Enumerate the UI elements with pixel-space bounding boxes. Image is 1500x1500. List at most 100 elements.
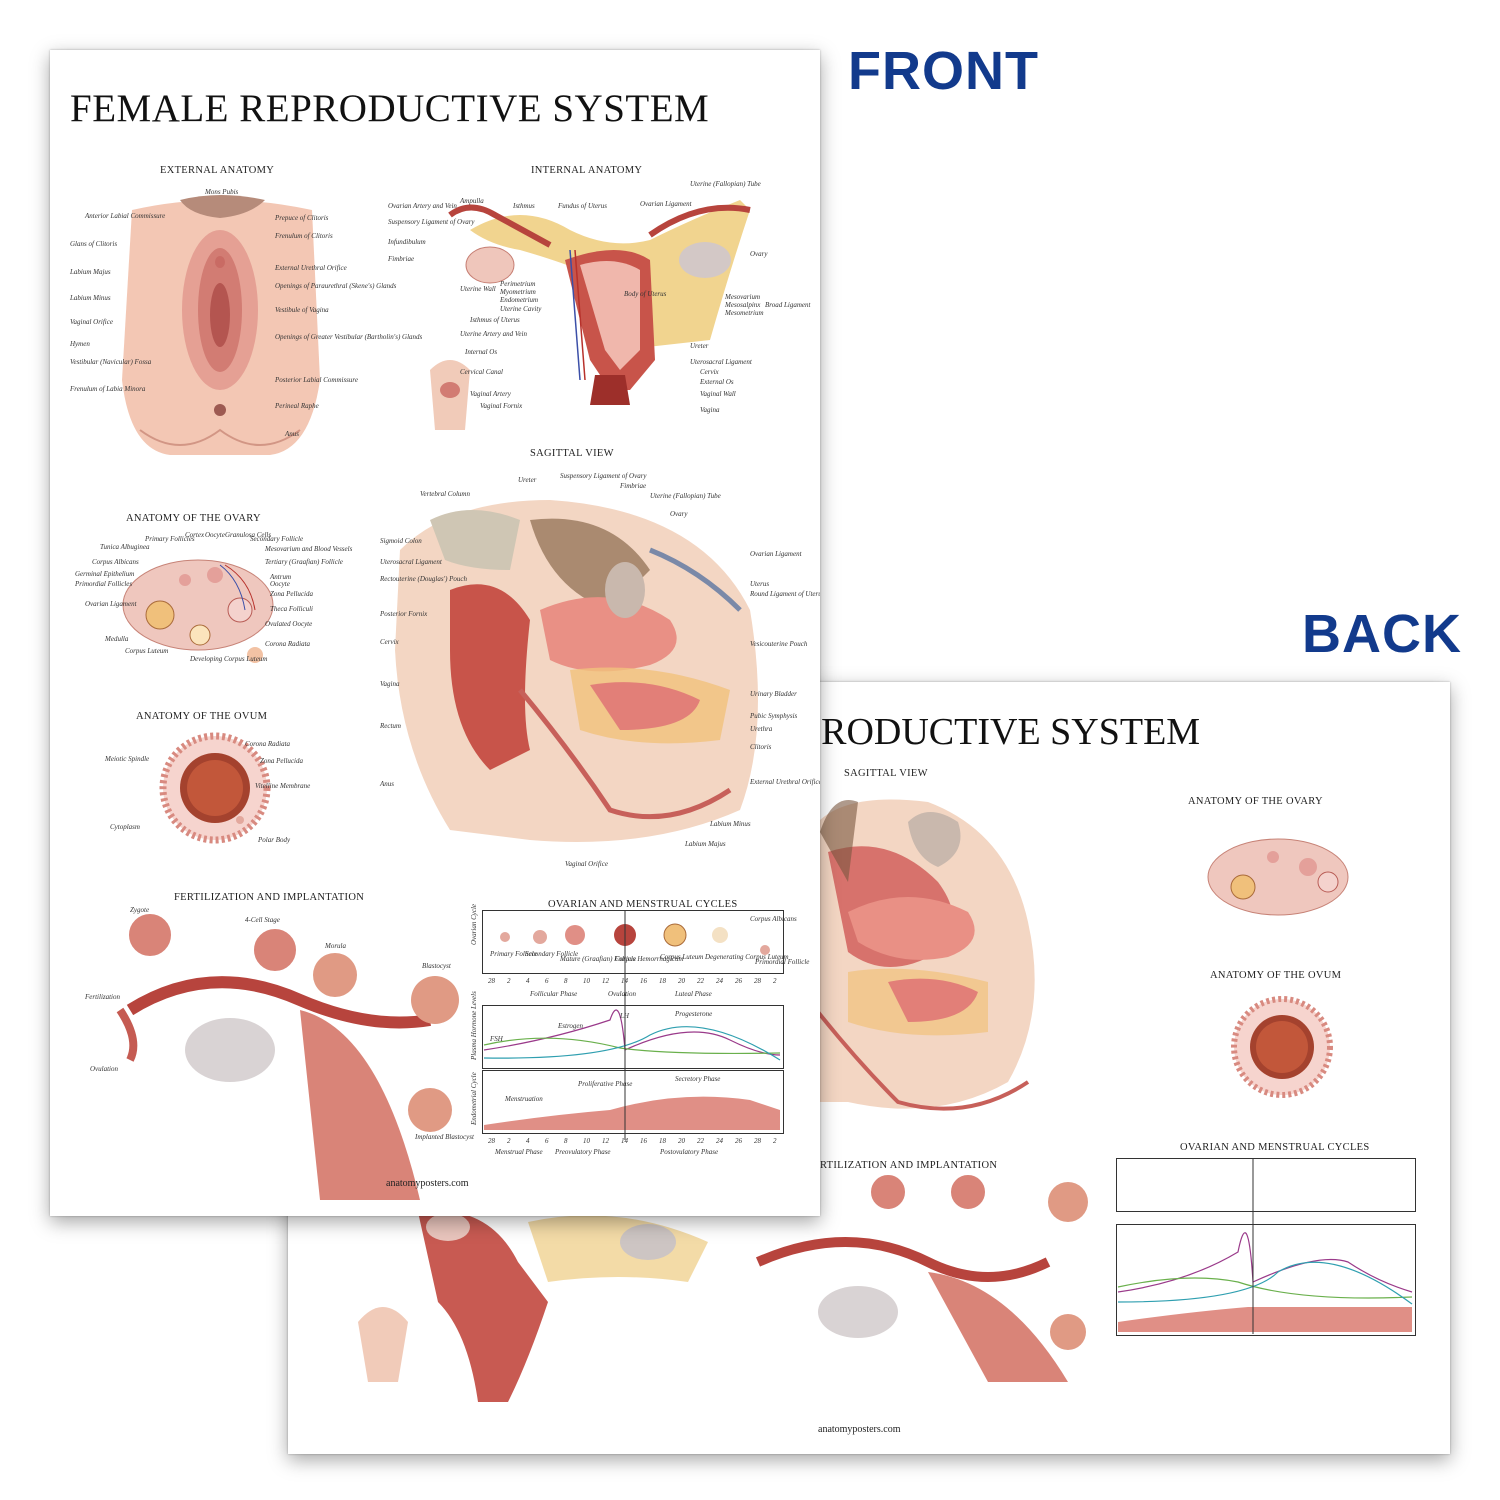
ovary-label: Primordial Follicles [75,580,133,588]
internal-label: Vaginal Fornix [480,402,523,410]
back-poster-title: PRODUCTIVE SYSTEM [800,711,1201,753]
internal-label: Vaginal Wall [700,390,736,398]
cycle-day-tick: 6 [545,1137,549,1145]
sagittal-label: Ureter [518,476,537,484]
fsh-label: FSH [490,1035,503,1043]
internal-label: Cervical Canal [460,368,503,376]
cycle-day-tick: 8 [564,977,568,985]
sagittal-label: Labium Minus [710,820,751,828]
ovum-label: Zona Pellucida [260,757,303,765]
cycle-day-tick: 2 [773,1137,777,1145]
ovulation-label: Ovulation [608,990,636,998]
ovary-label: Cortex [185,531,205,539]
internal-label: External Os [700,378,734,386]
cycle-day-tick: 12 [602,977,609,985]
external-label: Hymen [70,340,90,348]
internal-label: Body of Uterus [624,290,667,298]
fert-label: Zygote [130,906,150,914]
back-label: BACK [1302,604,1462,664]
back-ovary-title: ANATOMY OF THE OVARY [1188,796,1323,807]
cycle-day-tick: 28 [754,1137,761,1145]
cycle-day-tick: 22 [697,1137,704,1145]
back-internal-illustration [358,1210,708,1402]
back-sagittal-title: SAGITTAL VIEW [844,768,928,779]
ovary-label: Germinal Epithelium [75,570,135,578]
internal-label: Myometrium [500,288,536,296]
sagittal-label: Uterosacral Ligament [380,558,442,566]
ovary-label: Corpus Albicans [92,558,139,566]
cycle-day-tick: 24 [716,977,723,985]
cycle-day-tick: 14 [621,1137,628,1145]
sagittal-label: Labium Majus [685,840,726,848]
internal-label: Uterosacral Ligament [690,358,752,366]
cycle-day-tick: 10 [583,977,590,985]
ovary-illustration [122,559,274,663]
cycle-stage-label: Primordial Follicle [755,958,810,966]
front-label: FRONT [848,41,1039,101]
cycle-day-tick: 28 [488,977,495,985]
fert-label: Fertilization [85,993,120,1001]
back-footer: anatomyposters.com [818,1424,901,1435]
ovary-label: Ovarian Ligament [85,600,137,608]
internal-label: Fundus of Uterus [558,202,607,210]
ovary-title: ANATOMY OF THE OVARY [126,513,261,524]
cycle-day-tick: 16 [640,977,647,985]
sagittal-label: Cervix [380,638,399,646]
cycle-day-tick: 28 [488,1137,495,1145]
cycle-day-tick: 16 [640,1137,647,1145]
ovary-label: Mesovarium and Blood Vessels [265,545,353,553]
cycle-day-tick: 20 [678,977,685,985]
cycle-day-tick: 8 [564,1137,568,1145]
sagittal-label: Vaginal Orifice [565,860,608,868]
ovary-label: Granulosa Cells [225,531,272,539]
back-ovum-title: ANATOMY OF THE OVUM [1210,970,1342,981]
cycle-day-tick: 20 [678,1137,685,1145]
internal-label: Internal Os [465,348,498,356]
fert-title: FERTILIZATION AND IMPLANTATION [174,892,365,903]
cycle-stage-label: Corpus Albicans [750,915,797,923]
fert-label: Blastocyst [422,962,451,970]
ovary-label: Primary Follicles [145,535,195,543]
preovulatory-phase-label: Preovulatory Phase [555,1148,611,1156]
ovum-label: Polar Body [258,836,291,844]
internal-label: Vaginal Artery [470,390,511,398]
menstruation-label: Menstruation [505,1095,543,1103]
external-label: Frenulum of Labia Minora [70,385,146,393]
cycle-stage-label: Secondary Follicle [525,950,579,958]
back-cycles-title: OVARIAN AND MENSTRUAL CYCLES [1180,1142,1370,1153]
external-label: Posterior Labial Commissure [275,376,358,384]
hormone-axis-label: Plasma Hormone Levels [470,991,478,1060]
ovum-illustration [159,732,271,844]
sagittal-label: Posterior Fornix [380,610,428,618]
cycle-stage-label: Primary Follicle [490,950,537,958]
ovary-label: Oocyte [270,580,290,588]
internal-label: Suspensory Ligament of Ovary [388,218,475,226]
sagittal-label: Pubic Symphysis [750,712,798,720]
luteal-phase-label: Luteal Phase [675,990,712,998]
secretory-phase-label: Secretory Phase [675,1075,721,1083]
sagittal-label: Suspensory Ligament of Ovary [560,472,647,480]
external-label: Anterior Labial Commissure [85,212,166,220]
sagittal-label: External Urethral Orifice [750,778,820,786]
sagittal-title: SAGITTAL VIEW [530,448,614,459]
cycle-day-tick: 14 [621,977,628,985]
sagittal-label: Vertebral Column [420,490,470,498]
sagittal-illustration [395,500,758,842]
internal-label: Ureter [690,342,709,350]
cycle-day-tick: 2 [773,977,777,985]
cycle-day-tick: 28 [754,977,761,985]
cycle-stage-label: Mature (Graafian) Follicle [560,955,636,963]
hormone-box [482,1005,784,1069]
external-label: Glans of Clitoris [70,240,118,248]
ovum-label: Corona Radiata [245,740,291,748]
sagittal-label: Uterus [750,580,770,588]
ovary-label: Tertiary (Graafian) Follicle [265,558,343,566]
internal-label: Endometrium [500,296,539,304]
menstrual-phase-label: Menstrual Phase [495,1148,543,1156]
cycle-day-tick: 26 [735,1137,742,1145]
sagittal-label: Round Ligament of Uterus [750,590,820,598]
external-label: Vaginal Orifice [70,318,113,326]
fert-label: 4-Cell Stage [245,916,280,924]
estrogen-label: Estrogen [558,1022,584,1030]
ovary-label: Tunica Albuginea [100,543,150,551]
